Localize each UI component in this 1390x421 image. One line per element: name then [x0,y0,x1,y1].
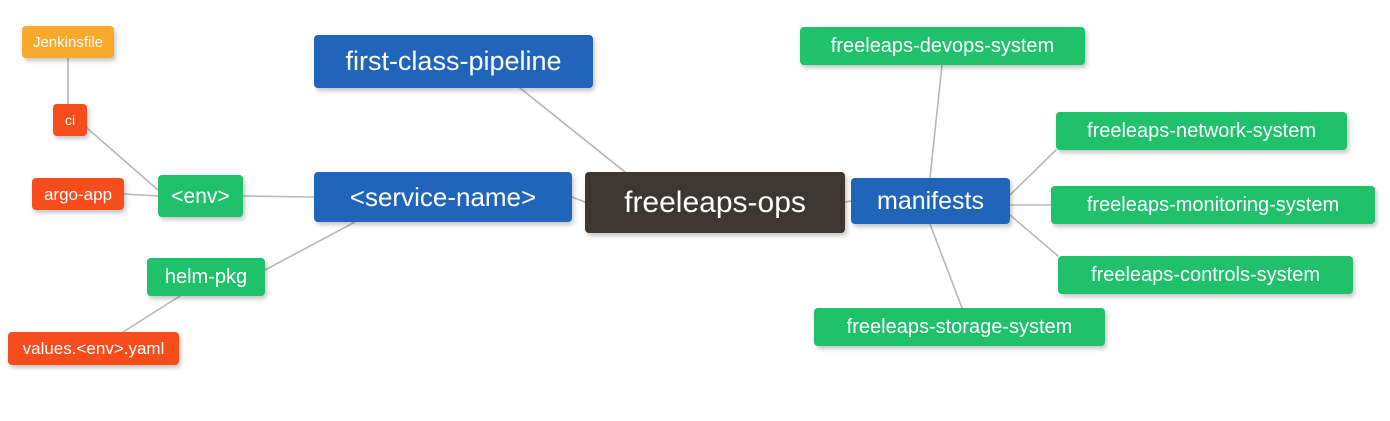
node-freeleaps-network-system[interactable]: freeleaps-network-system [1056,112,1347,150]
node-freeleaps-controls-system[interactable]: freeleaps-controls-system [1058,256,1353,294]
node-manifests[interactable]: manifests [851,178,1010,224]
node-label-ci: ci [64,112,76,128]
node-label-freeleaps-devops-system: freeleaps-devops-system [830,35,1055,57]
node-label-manifests: manifests [877,186,984,215]
node-label-env: <env> [171,184,230,208]
node-label-freeleaps-network-system: freeleaps-network-system [1087,120,1316,142]
node-argo-app[interactable]: argo-app [32,178,124,210]
node-label-values-yaml: values.<env>.yaml [22,339,165,358]
node-label-jenkinsfile: Jenkinsfile [32,33,104,51]
node-label-first-class-pipeline: first-class-pipeline [345,46,562,76]
node-jenkinsfile[interactable]: Jenkinsfile [22,26,114,58]
edge-freeleaps-ops-to-service-name [571,196,586,203]
node-label-argo-app: argo-app [43,184,113,204]
edge-env-to-argo-app [123,193,159,197]
edge-manifests-to-freeleaps-network-system [1009,149,1057,196]
node-label-freeleaps-ops: freeleaps-ops [624,185,806,219]
node-label-freeleaps-controls-system: freeleaps-controls-system [1091,264,1320,286]
node-env[interactable]: <env> [158,175,243,217]
edge-service-name-to-helm-pkg [264,221,356,271]
node-label-service-name: <service-name> [349,182,537,212]
node-ci[interactable]: ci [53,104,87,136]
node-values-yaml[interactable]: values.<env>.yaml [8,332,179,365]
node-freeleaps-monitoring-system[interactable]: freeleaps-monitoring-system [1051,186,1375,224]
node-helm-pkg[interactable]: helm-pkg [147,258,265,296]
node-first-class-pipeline[interactable]: first-class-pipeline [314,35,593,88]
node-label-helm-pkg: helm-pkg [164,266,248,288]
edge-helm-pkg-to-values-yaml [122,295,181,333]
node-service-name[interactable]: <service-name> [314,172,572,222]
edge-freeleaps-ops-to-first-class-pipeline [519,87,626,173]
edge-manifests-to-freeleaps-storage-system [929,223,963,309]
node-freeleaps-devops-system[interactable]: freeleaps-devops-system [800,27,1085,65]
node-freeleaps-storage-system[interactable]: freeleaps-storage-system [814,308,1105,346]
edge-manifests-to-freeleaps-devops-system [929,64,943,179]
node-freeleaps-ops[interactable]: freeleaps-ops [585,172,845,233]
edge-service-name-to-env [242,195,315,198]
node-label-freeleaps-storage-system: freeleaps-storage-system [846,316,1073,338]
node-label-freeleaps-monitoring-system: freeleaps-monitoring-system [1086,194,1340,216]
